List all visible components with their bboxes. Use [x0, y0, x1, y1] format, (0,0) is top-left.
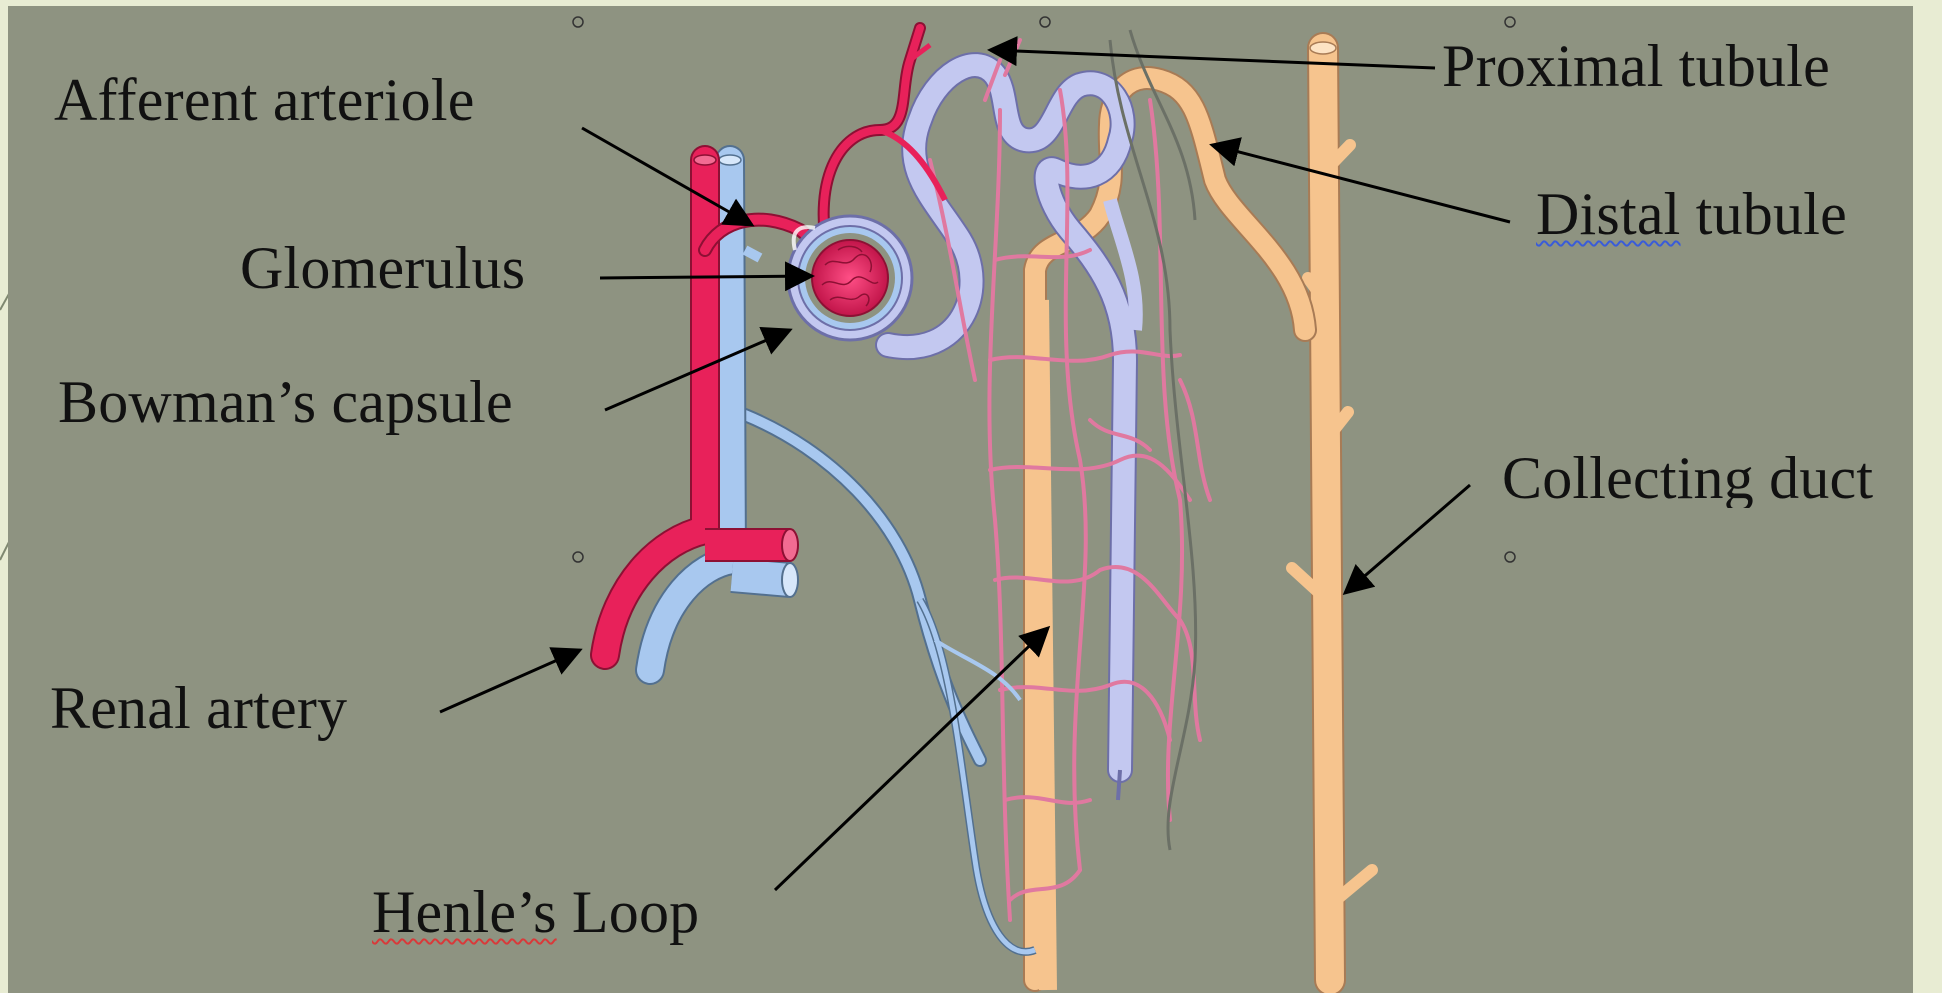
glomerulus-label: Glomerulus	[240, 238, 525, 298]
glomerulus-shape	[812, 240, 888, 316]
henle-rest: Loop	[557, 879, 700, 945]
bowmans-capsule-label: Bowman’s capsule	[58, 372, 513, 432]
arrow-collecting-duct	[1345, 485, 1470, 593]
henles-loop-label: Henle’s Loop	[372, 882, 699, 942]
distal-tubule-shape	[1035, 78, 1305, 990]
collecting-duct-label: Collecting duct	[1502, 448, 1910, 508]
distal-tubule-label: Distal tubule	[1536, 184, 1847, 244]
arrow-proximal-tubule	[990, 50, 1435, 68]
renal-artery-label: Renal artery	[50, 678, 347, 738]
arrow-renal-artery	[440, 650, 580, 712]
distal-word: Distal	[1536, 181, 1681, 247]
arrow-glomerulus	[600, 276, 812, 278]
proximal-tubule-label: Proximal tubule	[1442, 36, 1830, 96]
henle-word: Henle’s	[372, 879, 557, 945]
distal-rest: tubule	[1681, 181, 1847, 247]
afferent-arteriole-label: Afferent arteriole	[54, 70, 475, 130]
arrow-distal-tubule	[1212, 145, 1510, 222]
